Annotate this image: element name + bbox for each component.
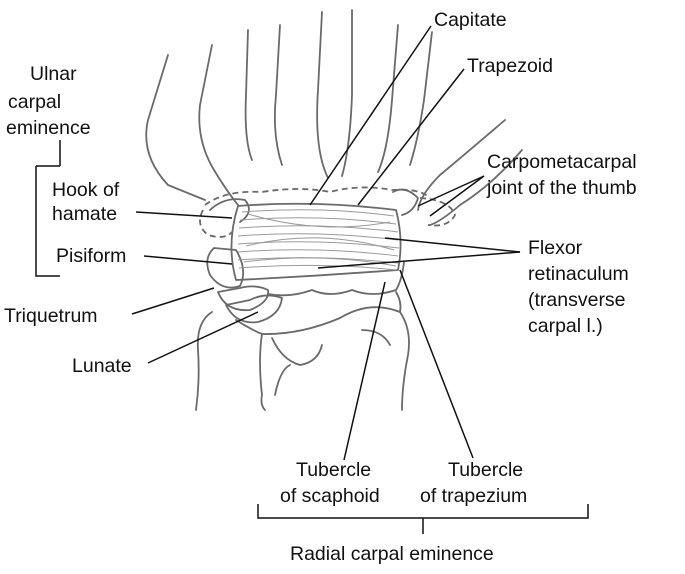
label-flexor-3: (transverse (528, 289, 626, 311)
label-tubercle-trapezium-2: of trapezium (420, 485, 527, 507)
forearm-bones (195, 306, 410, 411)
label-tubercle-scaphoid-2: of scaphoid (280, 485, 380, 507)
label-lunate: Lunate (72, 355, 132, 377)
label-trapezoid: Trapezoid (467, 55, 553, 77)
flexor-retinaculum-drawing (230, 202, 402, 281)
label-capitate: Capitate (434, 9, 507, 31)
label-triquetrum: Triquetrum (4, 305, 98, 327)
metacarpal-bones (145, 9, 523, 226)
leader-lines (35, 25, 589, 534)
label-hook-1: Hook of (52, 179, 120, 201)
label-radial-carpal-eminence: Radial carpal eminence (290, 543, 494, 565)
carpal-bones (199, 186, 456, 324)
label-flexor-2: retinaculum (528, 263, 629, 285)
label-ulnar-2: carpal (8, 91, 61, 113)
labels: Ulnar carpal eminence Capitate Trapezoid… (4, 9, 637, 565)
label-cmc-2: joint of the thumb (486, 177, 637, 199)
label-flexor-1: Flexor (528, 237, 583, 259)
label-hook-2: hamate (52, 203, 117, 225)
label-cmc-1: Carpometacarpal (487, 151, 637, 173)
label-ulnar-1: Ulnar (30, 63, 77, 85)
label-pisiform: Pisiform (56, 245, 126, 267)
label-flexor-4: carpal l.) (528, 315, 603, 337)
label-tubercle-scaphoid-1: Tubercle (296, 459, 371, 481)
label-tubercle-trapezium-1: Tubercle (448, 459, 523, 481)
label-ulnar-3: eminence (6, 117, 91, 139)
